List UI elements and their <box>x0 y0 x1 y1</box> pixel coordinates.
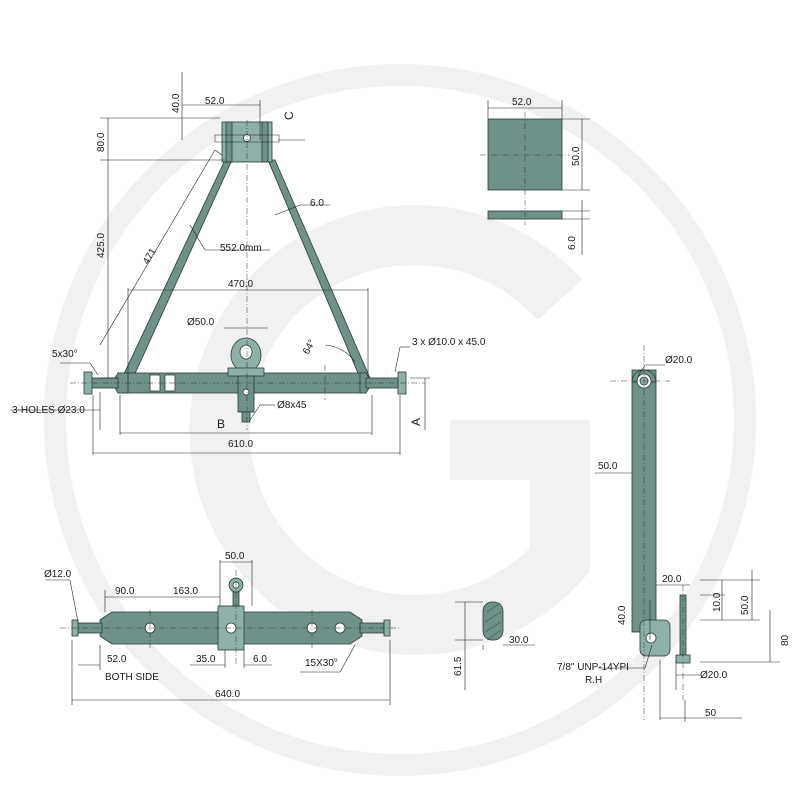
dim-90: 90.0 <box>115 586 135 597</box>
dim-80: 80.0 <box>96 132 107 152</box>
dim-arm-50: 50.0 <box>740 595 751 615</box>
dim-angle-64: 64° <box>301 338 318 357</box>
dim-ball-50: Ø50.0 <box>187 317 215 328</box>
dim-plate-thickness: 6.0 <box>567 236 578 250</box>
dim-52-top: 52.0 <box>205 96 225 107</box>
dim-arm-80: 80 <box>780 634 791 646</box>
dim-plate-width: 52.0 <box>512 97 532 108</box>
note-rh: R.H <box>585 675 602 686</box>
dim-50-clamp: 50.0 <box>225 551 245 562</box>
dim-arm-20: 20.0 <box>662 574 682 585</box>
watermark-logo <box>44 64 756 776</box>
dim-52: 52.0 <box>107 654 127 665</box>
note-both-side: BOTH SIDE <box>105 672 159 683</box>
dim-35: 35.0 <box>196 654 216 665</box>
dim-section-height: 61.5 <box>453 656 464 676</box>
dim-arm-10: 10.0 <box>712 592 723 612</box>
dim-chamfer-5x30: 5x30° <box>52 349 78 360</box>
label-a: A <box>409 418 423 426</box>
plate-view: 52.0 50.0 6.0 <box>480 97 590 255</box>
dim-arm-dia-20: Ø20.0 <box>665 355 693 366</box>
dim-470: 470.0 <box>228 279 253 290</box>
dim-640: 640.0 <box>215 689 240 700</box>
dim-arm-50-bottom: 50 <box>705 708 717 719</box>
label-c: C <box>282 111 296 120</box>
dim-610: 610.0 <box>228 439 253 450</box>
lift-arm-view: Ø20.0 50.0 20.0 10.0 50.0 80 40.0 7/8" U… <box>557 345 791 722</box>
label-b: B <box>217 417 225 431</box>
dim-552: 552.0mm <box>220 243 262 254</box>
dim-3-holes-23: 3-HOLES Ø23.0 <box>12 405 85 416</box>
dim-40-top: 40.0 <box>171 93 182 113</box>
dim-arm-40: 40.0 <box>617 605 628 625</box>
dim-6-arm: 6.0 <box>310 198 324 209</box>
dim-dia-12: Ø12.0 <box>44 569 72 580</box>
section-view: 61.5 30.0 <box>453 601 535 690</box>
dim-section-width: 30.0 <box>509 635 529 646</box>
dim-plate-height: 50.0 <box>571 146 582 166</box>
top-link-view: Ø12.0 90.0 163.0 50.0 52.0 BOTH SIDE 35.… <box>44 551 400 705</box>
dim-3-holes-pins: 3 x Ø10.0 x 45.0 <box>412 337 486 348</box>
dim-163: 163.0 <box>173 586 198 597</box>
dim-pin-8x45: Ø8x45 <box>277 400 307 411</box>
dim-arm-hole-20: Ø20.0 <box>700 670 728 681</box>
dim-425: 425.0 <box>96 233 107 258</box>
dim-chamfer-15x30: 15X30° <box>305 658 338 669</box>
a-frame-view: 52.0 40.0 C 80.0 425.0 471 552.0mm 6.0 4… <box>10 72 486 455</box>
note-thread: 7/8" UNP-14YPI <box>557 662 629 673</box>
dim-6: 6.0 <box>253 654 267 665</box>
dim-arm-width: 50.0 <box>598 461 618 472</box>
